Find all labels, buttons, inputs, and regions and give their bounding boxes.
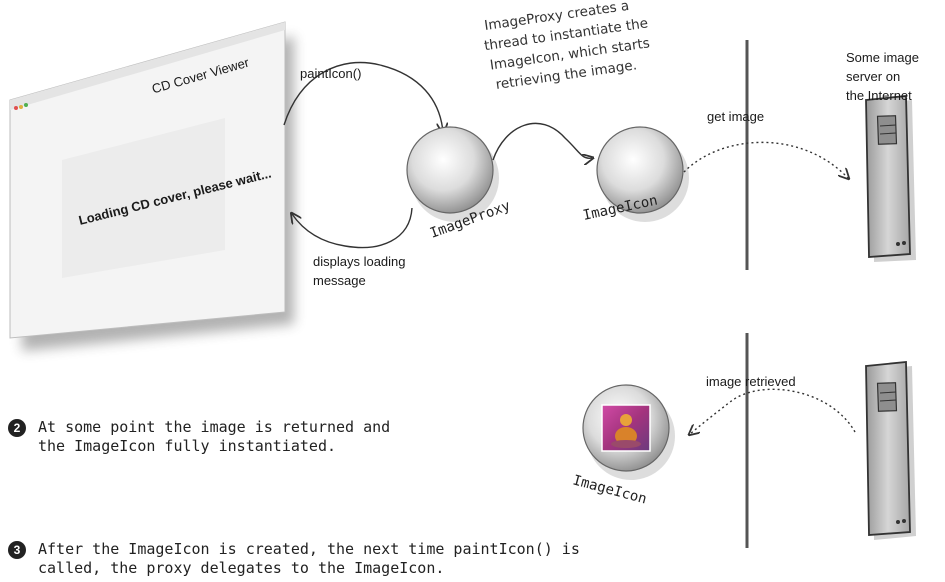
- get-image-arrow: [683, 141, 848, 178]
- step-2-text: At some point the image is returned and …: [38, 418, 391, 455]
- minimize-icon: [19, 105, 23, 109]
- paint-icon-arrow: [283, 61, 443, 133]
- step-3: 3 After the ImageIcon is created, the ne…: [8, 540, 580, 578]
- server-label-line1: Some image: [846, 50, 919, 65]
- proxy-to-icon-arrow: [492, 122, 592, 160]
- cd-viewer-window: CD Cover Viewer Loading CD cover, please…: [9, 21, 294, 351]
- image-proxy-node: [406, 126, 494, 214]
- cd-cover-thumbnail: [601, 404, 651, 452]
- image-server-bottom: [865, 361, 916, 540]
- server-label-line3: the Internet: [846, 88, 912, 103]
- paint-icon-label: paintIcon(): [300, 66, 361, 81]
- proxy-thread-annotation: ImageProxy creates a thread to instantia…: [483, 0, 651, 93]
- maximize-icon: [24, 103, 28, 107]
- step-2: 2 At some point the image is returned an…: [8, 418, 390, 456]
- server-label-line2: server on: [846, 69, 900, 84]
- image-retrieved-arrow: [690, 388, 856, 434]
- displays-loading-arrow: [292, 207, 413, 249]
- image-server-top: [865, 95, 916, 262]
- step-3-badge: 3: [8, 541, 26, 559]
- step-2-badge: 2: [8, 419, 26, 437]
- image-retrieved-label: image retrieved: [706, 374, 796, 389]
- message-label: message: [313, 273, 366, 288]
- displays-loading-label: displays loading: [313, 254, 406, 269]
- get-image-label: get image: [707, 109, 764, 124]
- close-icon: [14, 106, 18, 110]
- step-3-text: After the ImageIcon is created, the next…: [38, 540, 580, 577]
- image-icon-node-top: [596, 126, 684, 214]
